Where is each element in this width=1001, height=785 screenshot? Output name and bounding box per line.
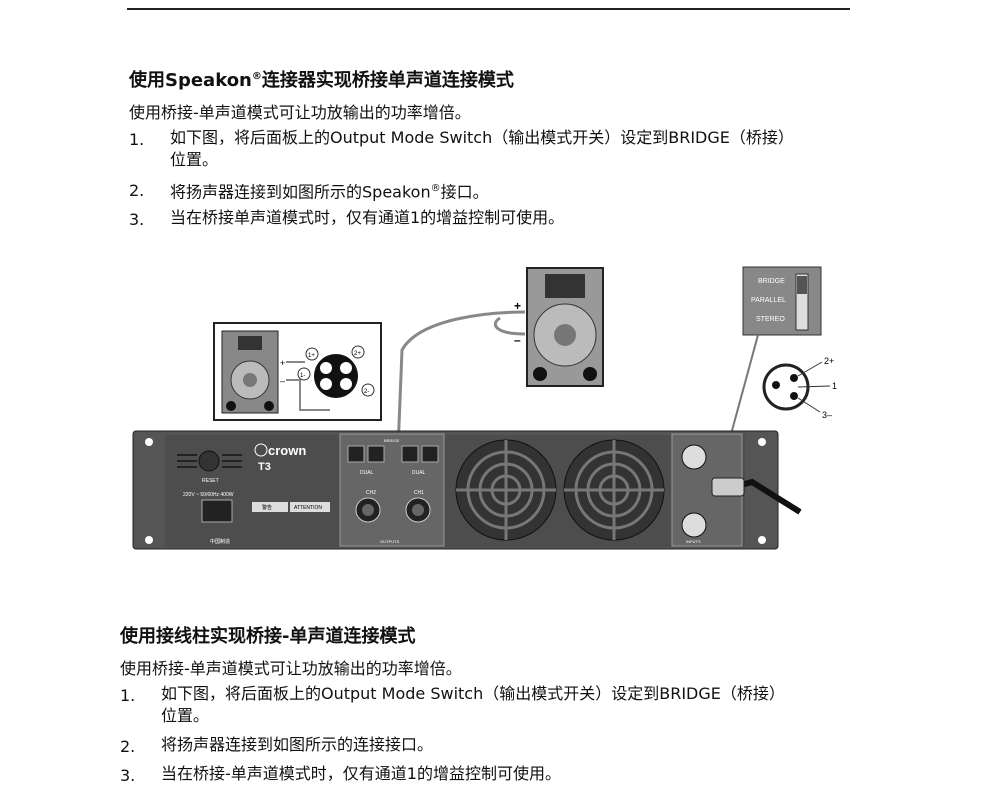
svg-text:+: +: [514, 299, 521, 313]
brand-logo: crown: [268, 443, 306, 458]
step-number: 1.: [120, 686, 136, 705]
step-number: 2.: [129, 181, 145, 200]
section2-title: 使用接线柱实现桥接-单声道连接模式: [120, 626, 416, 647]
svg-text:ATTENTION: ATTENTION: [294, 505, 322, 511]
svg-text:1: 1: [832, 381, 837, 391]
minus-label: –: [280, 376, 285, 386]
svg-text:中国制造: 中国制造: [210, 538, 230, 545]
svg-text:CH2: CH2: [366, 490, 376, 496]
svg-text:1-: 1-: [300, 373, 305, 379]
svg-text:OUTPUTS: OUTPUTS: [380, 539, 399, 544]
svg-text:RESET: RESET: [202, 478, 219, 484]
svg-text:2-: 2-: [364, 389, 369, 395]
speaker-cable: [394, 310, 526, 501]
svg-text:PARALLEL: PARALLEL: [751, 297, 786, 304]
cooling-fans: [455, 439, 665, 541]
top-rule: [127, 8, 850, 10]
step-text: 当在桥接单声道模式时，仅有通道1的增益控制可使用。: [170, 208, 565, 227]
svg-text:BRIDGE: BRIDGE: [758, 278, 785, 285]
section1-title: 使用Speakon®连接器实现桥接单声道连接模式: [129, 70, 514, 91]
svg-text:–: –: [514, 333, 521, 347]
step-text: 当在桥接-单声道模式时，仅有通道1的增益控制可使用。: [161, 764, 561, 783]
section2-intro: 使用桥接-单声道模式可让功放输出的功率增倍。: [120, 659, 462, 678]
step-text: 如下图，将后面板上的Output Mode Switch（输出模式开关）设定到B…: [170, 128, 794, 169]
svg-text:DUAL: DUAL: [360, 470, 374, 476]
svg-text:2+: 2+: [354, 351, 361, 357]
svg-text:BRIDGE: BRIDGE: [384, 438, 400, 443]
step-text: 将扬声器连接到如图所示的连接接口。: [161, 735, 434, 754]
plus-label: +: [280, 358, 285, 368]
svg-text:STEREO: STEREO: [756, 316, 785, 323]
step-number: 2.: [120, 737, 136, 756]
step-number: 3.: [129, 210, 145, 229]
svg-text:220V ~ 50/60Hz 400W: 220V ~ 50/60Hz 400W: [183, 492, 234, 498]
power-inlet: [201, 499, 233, 523]
svg-text:2+: 2+: [824, 356, 834, 366]
speakon-connector-icon: [314, 354, 358, 398]
section1-intro: 使用桥接-单声道模式可让功放输出的功率增倍。: [129, 103, 471, 122]
bridge-mono-wiring-diagram: + – 1+ 2+ 1- 2- + – BRIDGE PARALLEL STER…: [132, 266, 837, 550]
svg-text:T3: T3: [258, 461, 271, 473]
step-text: 将扬声器连接到如图所示的Speakon®接口。: [170, 182, 489, 202]
svg-text:警告: 警告: [262, 504, 272, 511]
svg-text:DUAL: DUAL: [412, 470, 426, 476]
step-number: 1.: [129, 130, 145, 149]
svg-text:1+: 1+: [308, 353, 315, 359]
svg-text:INPUTS: INPUTS: [686, 539, 701, 544]
step-number: 3.: [120, 766, 136, 785]
step-text: 如下图，将后面板上的Output Mode Switch（输出模式开关）设定到B…: [161, 684, 785, 725]
svg-text:CH1: CH1: [414, 490, 424, 496]
svg-text:3–: 3–: [822, 410, 832, 420]
